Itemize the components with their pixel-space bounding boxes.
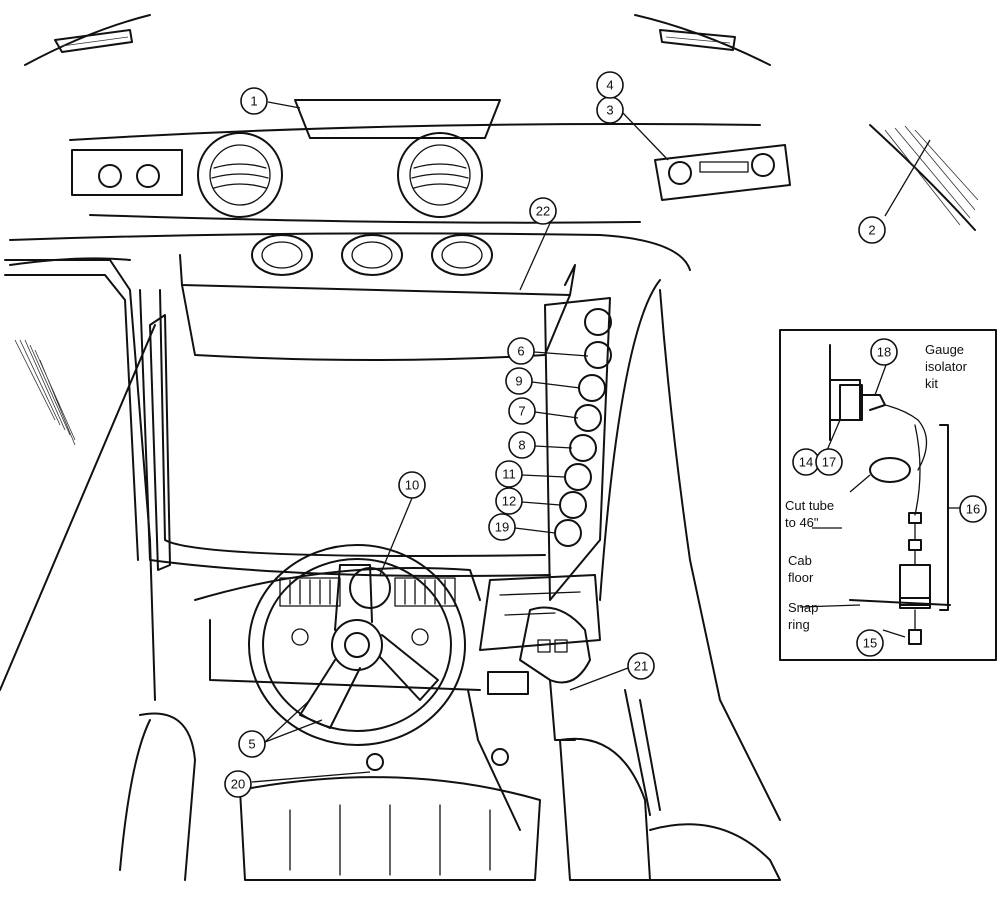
callout-10: 10: [398, 471, 426, 499]
svg-text:isolator: isolator: [925, 359, 968, 374]
windshield-frame: [139, 279, 661, 601]
svg-text:8: 8: [518, 438, 525, 453]
svg-text:9: 9: [515, 374, 522, 389]
svg-text:Cut tube: Cut tube: [785, 498, 834, 513]
svg-text:4: 4: [606, 78, 613, 93]
radio: [654, 144, 791, 201]
gauge-isolator-kit-inset: [779, 329, 997, 661]
callout-4: 4: [596, 71, 624, 99]
steering-wheel: [248, 544, 466, 746]
isolator-body: [899, 564, 931, 606]
svg-text:Gauge: Gauge: [925, 342, 964, 357]
small-vents: [251, 234, 493, 276]
svg-text:14: 14: [799, 455, 813, 470]
svg-text:21: 21: [634, 659, 648, 674]
center-console: [467, 574, 601, 831]
callout-2: 2: [858, 216, 886, 244]
callout-11: 11: [495, 460, 523, 488]
inset-title: Gauge isolator kit: [925, 342, 968, 391]
windshield-top-left: [24, 14, 151, 66]
svg-text:ring: ring: [788, 617, 810, 632]
callout-21: 21: [627, 652, 655, 680]
windshield-top-right: [634, 14, 771, 66]
snap-ring-note: Snap ring: [788, 600, 818, 632]
leader-lines: [251, 101, 960, 783]
callout-22: 22: [529, 197, 557, 225]
svg-text:Cab: Cab: [788, 553, 812, 568]
svg-text:20: 20: [231, 777, 245, 792]
callout-5: 5: [238, 730, 266, 758]
seats: [139, 689, 781, 881]
svg-text:17: 17: [822, 455, 836, 470]
svg-text:18: 18: [877, 345, 891, 360]
svg-text:10: 10: [405, 478, 419, 493]
svg-text:kit: kit: [925, 376, 938, 391]
svg-text:1: 1: [250, 94, 257, 109]
svg-text:7: 7: [518, 404, 525, 419]
callout-14: 14: [792, 448, 820, 476]
svg-text:floor: floor: [788, 570, 814, 585]
svg-text:12: 12: [502, 494, 516, 509]
left-door: [0, 259, 171, 871]
large-vent-right: [397, 132, 483, 218]
callout-6: 6: [507, 337, 535, 365]
upper-dash: [69, 99, 791, 224]
callout-19: 19: [488, 513, 516, 541]
svg-text:Snap: Snap: [788, 600, 818, 615]
callout-1: 1: [240, 87, 268, 115]
right-cab-side: [659, 124, 979, 821]
svg-text:19: 19: [495, 520, 509, 535]
passenger-seat-back: [559, 737, 651, 881]
cab-floor-note: Cab floor: [788, 553, 814, 585]
svg-text:15: 15: [863, 636, 877, 651]
callout-16: 16: [959, 495, 987, 523]
pillar-gauge-pod: [544, 297, 612, 601]
dash-display-panel: [294, 99, 501, 139]
svg-text:3: 3: [606, 103, 613, 118]
overhead-console: [9, 232, 691, 361]
callout-12: 12: [495, 487, 523, 515]
svg-text:5: 5: [248, 737, 255, 752]
pillar-gauges: [554, 308, 612, 547]
driver-seat: [239, 776, 541, 881]
shift-knob: [519, 606, 591, 684]
callout-3: 3: [596, 96, 624, 124]
small-gauge-panel: [71, 149, 183, 196]
callout-15: 15: [856, 629, 884, 657]
callout-7: 7: [508, 397, 536, 425]
large-vent-left: [197, 132, 283, 218]
svg-text:6: 6: [517, 344, 524, 359]
svg-text:to 46": to 46": [785, 515, 819, 530]
callout-20: 20: [224, 770, 252, 798]
svg-text:2: 2: [868, 223, 875, 238]
svg-text:11: 11: [502, 467, 516, 482]
switch-panel: [479, 574, 601, 651]
callout-9: 9: [505, 367, 533, 395]
callout-18: 18: [870, 338, 898, 366]
svg-text:16: 16: [966, 502, 980, 517]
cut-tube-note: Cut tube to 46": [785, 498, 834, 530]
inset-frame: [779, 329, 997, 661]
callout-8: 8: [508, 431, 536, 459]
callout-17: 17: [815, 448, 843, 476]
svg-text:22: 22: [536, 204, 550, 219]
